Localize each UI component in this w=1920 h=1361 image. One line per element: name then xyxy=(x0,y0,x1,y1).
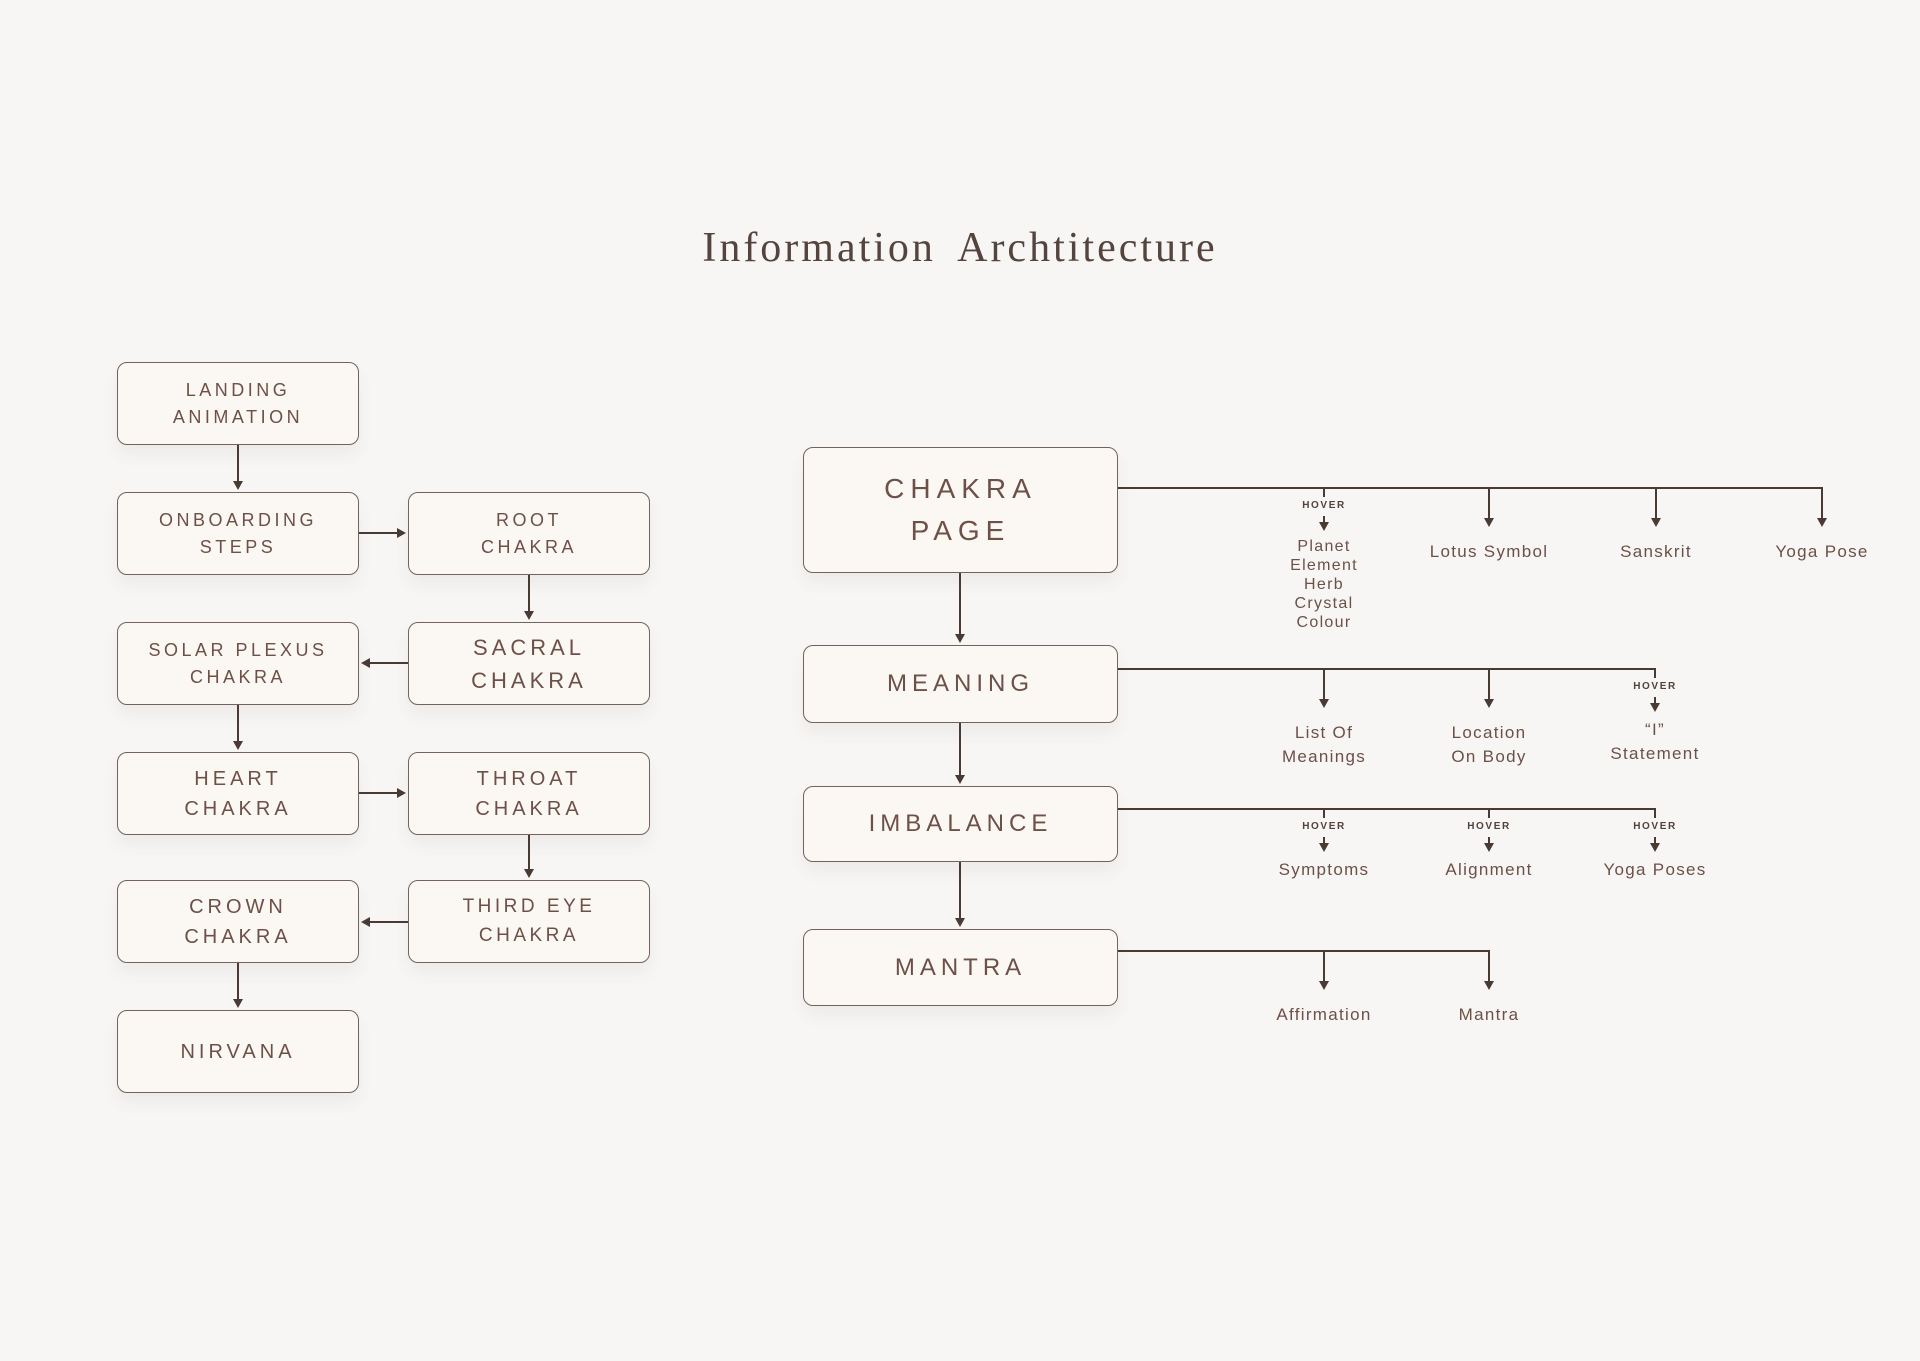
connector-line xyxy=(369,921,408,923)
arrowhead-down-icon xyxy=(955,775,965,784)
connector-line xyxy=(959,862,961,919)
connector-line xyxy=(1118,950,1490,952)
arrowhead-down-icon xyxy=(1484,699,1494,708)
arrowhead-down-icon xyxy=(1817,518,1827,527)
connector-line xyxy=(1118,668,1656,670)
connector-line xyxy=(1488,669,1490,700)
hover-tag: HOVER xyxy=(1633,821,1677,832)
arrowhead-down-icon xyxy=(1319,981,1329,990)
connector-line xyxy=(959,573,961,635)
connector-line xyxy=(959,723,961,776)
connector-line xyxy=(237,705,239,742)
arrowhead-down-icon xyxy=(1484,981,1494,990)
node-nirvana: NIRVANA xyxy=(117,1010,359,1093)
arrowhead-right-icon xyxy=(397,788,406,798)
connector-line xyxy=(528,835,530,870)
branch-label-location-on-body: Location On Body xyxy=(1451,723,1527,766)
node-throat-chakra: THROAT CHAKRA xyxy=(408,752,650,835)
connector-line xyxy=(359,532,398,534)
node-third-eye-chakra: THIRD EYE CHAKRA xyxy=(408,880,650,963)
connector-line xyxy=(528,575,530,612)
branch-label-yoga-poses: Yoga Poses xyxy=(1603,860,1707,879)
arrowhead-down-icon xyxy=(1650,703,1660,712)
node-meaning: MEANING xyxy=(803,645,1118,723)
connector-line xyxy=(1323,809,1325,818)
arrowhead-down-icon xyxy=(955,634,965,643)
connector-line xyxy=(1654,697,1656,704)
node-root-chakra: ROOT CHAKRA xyxy=(408,492,650,575)
branch-label-alignment: Alignment xyxy=(1445,860,1533,879)
connector-line xyxy=(1488,837,1490,844)
arrowhead-down-icon xyxy=(1651,518,1661,527)
connector-line xyxy=(1654,809,1656,818)
hover-tag: HOVER xyxy=(1633,681,1677,692)
connector-line xyxy=(1323,488,1325,497)
branch-label-symptoms: Symptoms xyxy=(1278,860,1370,879)
node-chakra-page: CHAKRA PAGE xyxy=(803,447,1118,573)
arrowhead-down-icon xyxy=(524,611,534,620)
node-imbalance: IMBALANCE xyxy=(803,786,1118,862)
arrowhead-down-icon xyxy=(233,481,243,490)
connector-line xyxy=(237,963,239,1000)
branch-label-mantra: Mantra xyxy=(1458,1005,1520,1024)
arrowhead-down-icon xyxy=(1650,843,1660,852)
branch-label-lotus-symbol: Lotus Symbol xyxy=(1429,542,1549,561)
connector-line xyxy=(369,662,408,664)
connector-line xyxy=(1654,837,1656,844)
connector-line xyxy=(1323,669,1325,700)
connector-line xyxy=(359,792,398,794)
branch-label-list-of-meanings: List Of Meanings xyxy=(1281,723,1367,766)
arrowhead-down-icon xyxy=(1319,699,1329,708)
arrowhead-down-icon xyxy=(1319,522,1329,531)
connector-line xyxy=(1488,951,1490,982)
connector-line xyxy=(1655,488,1657,519)
connector-line xyxy=(1323,516,1325,523)
arrowhead-left-icon xyxy=(361,917,370,927)
branch-label-planet-element-herb-crystal-colour: Planet Element Herb Crystal Colour xyxy=(1290,538,1358,631)
arrowhead-down-icon xyxy=(233,999,243,1008)
arrowhead-right-icon xyxy=(397,528,406,538)
connector-line xyxy=(1118,487,1823,489)
arrowhead-down-icon xyxy=(1484,518,1494,527)
arrowhead-down-icon xyxy=(524,869,534,878)
node-onboarding-steps: ONBOARDING STEPS xyxy=(117,492,359,575)
connector-line xyxy=(1821,488,1823,519)
branch-label-i-statement: “I” Statement xyxy=(1610,720,1700,763)
connector-line xyxy=(1323,951,1325,982)
node-crown-chakra: CROWN CHAKRA xyxy=(117,880,359,963)
node-solar-plexus-chakra: SOLAR PLEXUS CHAKRA xyxy=(117,622,359,705)
branch-label-sanskrit: Sanskrit xyxy=(1620,542,1692,561)
arrowhead-down-icon xyxy=(233,741,243,750)
connector-line xyxy=(1323,837,1325,844)
node-heart-chakra: HEART CHAKRA xyxy=(117,752,359,835)
hover-tag: HOVER xyxy=(1467,821,1511,832)
arrowhead-down-icon xyxy=(1484,843,1494,852)
connector-line xyxy=(1118,808,1656,810)
branch-label-affirmation: Affirmation xyxy=(1276,1005,1372,1024)
node-landing-animation: LANDING ANIMATION xyxy=(117,362,359,445)
connector-line xyxy=(1488,809,1490,818)
connector-line xyxy=(237,445,239,482)
arrowhead-down-icon xyxy=(1319,843,1329,852)
arrowhead-left-icon xyxy=(361,658,370,668)
arrowhead-down-icon xyxy=(955,918,965,927)
node-mantra: MANTRA xyxy=(803,929,1118,1006)
hover-tag: HOVER xyxy=(1302,821,1346,832)
connector-line xyxy=(1654,669,1656,678)
connector-line xyxy=(1488,488,1490,519)
branch-label-yoga-pose: Yoga Pose xyxy=(1775,542,1869,561)
page-title: Information Archtitecture xyxy=(702,225,1218,271)
node-sacral-chakra: SACRAL CHAKRA xyxy=(408,622,650,705)
hover-tag: HOVER xyxy=(1302,500,1346,511)
